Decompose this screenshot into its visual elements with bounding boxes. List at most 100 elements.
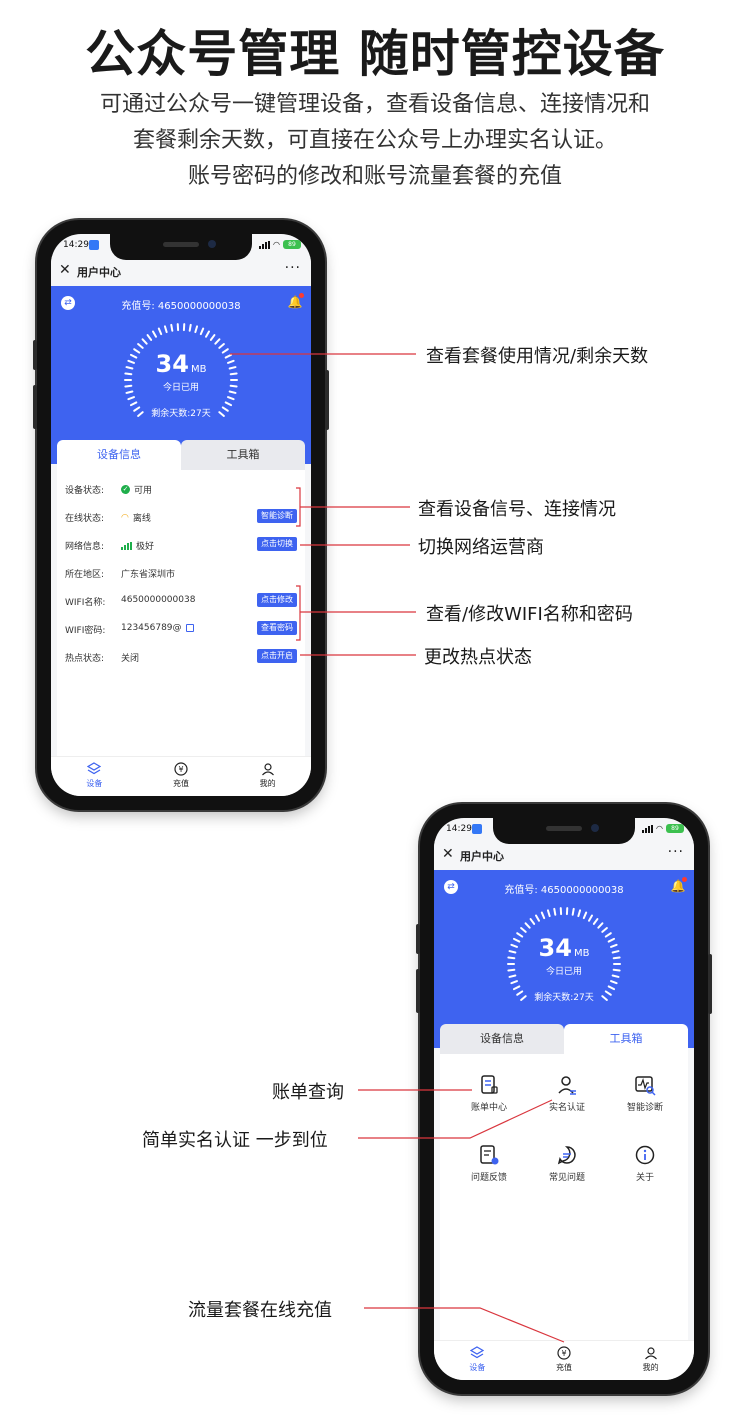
nav-title: 用户中心 — [460, 850, 504, 863]
tab-device-info[interactable]: 设备信息 — [57, 440, 181, 470]
notification-dot — [682, 877, 687, 882]
gauge-tick — [588, 914, 593, 922]
callout-signal: 查看设备信号、连接情况 — [418, 499, 616, 520]
gauge-tick — [124, 372, 133, 376]
close-icon[interactable]: ✕ — [442, 846, 454, 862]
tool-feedback[interactable]: 问题反馈 — [454, 1144, 524, 1183]
signal-strong-icon — [121, 541, 132, 550]
battery-icon: 89 — [283, 240, 301, 249]
gauge-tick — [510, 943, 519, 948]
gauge-tick — [612, 956, 621, 960]
layers-icon — [87, 762, 102, 775]
row-online-status: 在线状态: ◠离线 智能诊断 — [65, 508, 297, 524]
gauge-tick — [137, 411, 144, 417]
gauge-tick — [535, 914, 540, 922]
account-number: 充值号: 4650000000038 — [504, 885, 624, 896]
nav-device-label: 设备 — [86, 779, 103, 788]
row-region: 所在地区: 广东省深圳市 — [65, 564, 297, 580]
gauge-tick — [129, 401, 138, 407]
swap-icon[interactable]: ⇄ — [61, 296, 75, 310]
battery-icon: 89 — [666, 824, 684, 833]
gauge-tick — [218, 343, 225, 349]
gauge-tick — [205, 330, 210, 338]
user-icon — [261, 763, 274, 776]
smart-diagnose-button[interactable]: 智能诊断 — [257, 509, 297, 523]
bell-icon[interactable]: 🔔 — [670, 879, 686, 893]
gauge-tick — [601, 927, 608, 933]
tool-bill-center[interactable]: 账单中心 — [454, 1074, 524, 1113]
nav-device[interactable]: 设备 — [434, 1341, 521, 1380]
callout-switch-network: 切换网络运营商 — [418, 537, 544, 558]
gauge-tick — [611, 974, 620, 978]
usage-label: 今日已用 — [162, 383, 199, 393]
gauge-tick — [604, 932, 612, 938]
enable-hotspot-button[interactable]: 点击开启 — [257, 649, 297, 663]
gauge-tick — [226, 359, 235, 364]
nav-recharge[interactable]: ¥ 充值 — [138, 757, 225, 796]
tab-toolbox[interactable]: 工具箱 — [181, 440, 305, 470]
gauge-tick — [546, 909, 551, 918]
gauge-tick — [520, 995, 527, 1001]
row-network-info: 网络信息: 极好 点击切换 — [65, 536, 297, 552]
close-icon[interactable]: ✕ — [59, 262, 71, 278]
tool-label: 常见问题 — [548, 1173, 585, 1183]
yuan-icon: ¥ — [174, 762, 188, 776]
tool-realname[interactable]: 实名认证 — [532, 1074, 602, 1113]
row-wifi-name: WIFI名称: 4650000000038 点击修改 — [65, 592, 297, 608]
gauge-tick — [571, 907, 575, 916]
bell-icon[interactable]: 🔔 — [287, 295, 303, 309]
gauge-tick — [520, 927, 527, 933]
gauge-tick — [199, 327, 205, 336]
nav-mine[interactable]: 我的 — [224, 757, 311, 796]
tab-device-info[interactable]: 设备信息 — [440, 1024, 564, 1054]
phone-screen: 14:29 ◠ 89 ✕ 用户中心 ··· ⇄ 充值号: 46500000000… — [51, 234, 311, 796]
row-key: WIFI名称: — [65, 598, 106, 608]
switch-network-button[interactable]: 点击切换 — [257, 537, 297, 551]
tab-toolbox[interactable]: 工具箱 — [564, 1024, 688, 1054]
svg-text:¥: ¥ — [561, 1349, 566, 1358]
gauge-tick — [507, 968, 516, 972]
tool-label: 实名认证 — [548, 1103, 585, 1113]
gauge-tick — [209, 334, 216, 341]
more-icon[interactable]: ··· — [667, 844, 684, 860]
toolbox-panel: 账单中心 实名认证 智能诊断 问题反馈 常见问题 关于 — [440, 1054, 688, 1354]
tool-about[interactable]: 关于 — [610, 1144, 680, 1183]
nav-recharge-label: 充值 — [556, 1363, 572, 1372]
edit-wifi-button[interactable]: 点击修改 — [257, 593, 297, 607]
row-value: 可用 — [134, 486, 153, 496]
tool-faq[interactable]: 常见问题 — [532, 1144, 602, 1183]
gauge-tick — [516, 932, 524, 938]
gauge-tick — [524, 922, 531, 929]
nav-device[interactable]: 设备 — [51, 757, 138, 796]
wifi-weak-icon: ◠ — [121, 512, 129, 523]
tab-bar: 设备信息 工具箱 — [57, 440, 305, 470]
copy-icon[interactable] — [185, 624, 194, 632]
more-icon[interactable]: ··· — [284, 260, 301, 276]
gauge-tick — [529, 918, 536, 925]
days-remaining: 剩余天数:27天 — [534, 993, 594, 1003]
callout-usage: 查看套餐使用情况/剩余天数 — [426, 346, 649, 367]
gauge-ticks — [124, 323, 238, 417]
gauge-tick — [133, 348, 141, 354]
row-key: 设备状态: — [65, 486, 105, 496]
nav-device-label: 设备 — [469, 1363, 486, 1372]
nav-bar: ✕ 用户中心 ··· — [51, 256, 311, 286]
gauge-tick — [218, 411, 225, 417]
callout-hotspot: 更改热点状态 — [424, 647, 532, 668]
gauge-tick — [601, 995, 608, 1001]
tool-label: 关于 — [635, 1173, 654, 1183]
status-bar: 14:29 ◠ 89 — [51, 234, 311, 256]
feedback-icon — [480, 1145, 499, 1165]
nav-mine[interactable]: 我的 — [607, 1341, 694, 1380]
nav-recharge[interactable]: ¥ 充值 — [521, 1341, 608, 1380]
view-password-button[interactable]: 查看密码 — [257, 621, 297, 635]
gauge-tick — [512, 985, 521, 991]
row-value: 极好 — [136, 542, 155, 552]
swap-icon[interactable]: ⇄ — [444, 880, 458, 894]
row-wifi-password: WIFI密码: 123456789@ 查看密码 — [65, 620, 297, 636]
gauge-tick — [127, 396, 136, 401]
tool-diagnose[interactable]: 智能诊断 — [610, 1074, 680, 1113]
